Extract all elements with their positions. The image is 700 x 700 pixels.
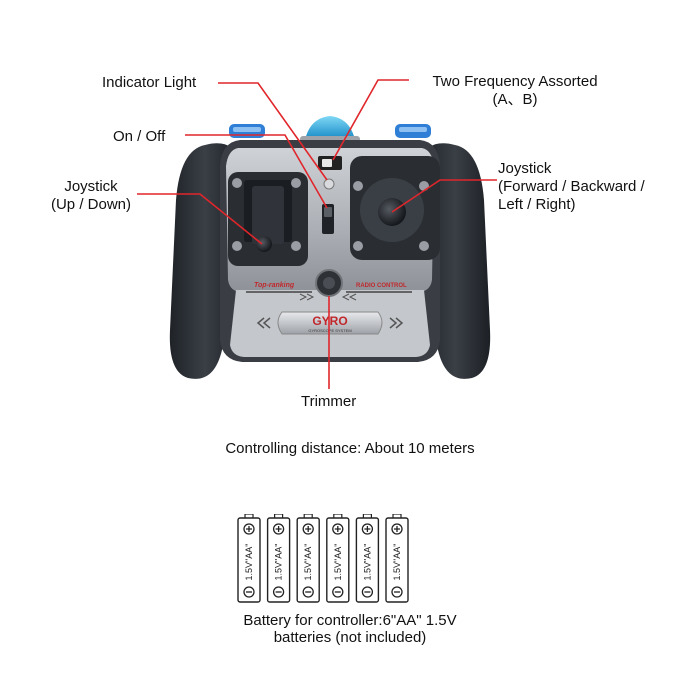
leader-two-frequency	[332, 79, 409, 161]
minus-icon	[332, 586, 344, 598]
label-two-frequency-title: Two Frequency Assorted	[432, 73, 598, 90]
gyro-text: GYRO	[312, 314, 347, 328]
leader-joystick-right	[391, 179, 497, 213]
label-joystick-right-title: Joystick	[498, 160, 552, 177]
battery-cell-label: 1.5V"AA"	[274, 544, 284, 581]
frequency-switch	[318, 156, 342, 170]
label-joystick-left: Joystick (Up / Down)	[36, 178, 146, 214]
right-joystick-module	[350, 156, 440, 260]
indicator-light	[323, 178, 335, 190]
minus-icon	[302, 586, 314, 598]
gyro-sub-text: GYROSCOPE SYSTEM	[308, 328, 351, 333]
label-trimmer: Trimmer	[301, 393, 357, 410]
leader-lines	[137, 79, 497, 389]
plus-icon	[332, 523, 344, 535]
battery-cell-label: 1.5V"AA"	[303, 544, 313, 581]
plus-icon	[272, 523, 285, 535]
battery-cell-label: 1.5V"AA"	[244, 544, 254, 581]
plus-icon	[302, 523, 314, 535]
battery-group: 1.5V"AA" 1.5V"AA" 1.5V"AA" 1.5V"AA" 1.5V"AA"…	[237, 514, 409, 603]
power-switch	[322, 204, 334, 234]
battery-cell: 1.5V"AA"	[385, 514, 409, 603]
label-joystick-left-title: Joystick	[64, 178, 118, 195]
gyro-badge: GYRO GYROSCOPE SYSTEM	[256, 311, 404, 335]
minus-icon	[361, 586, 374, 598]
label-joystick-right: Joystick (Forward / Backward / Left / Ri…	[498, 160, 698, 214]
brand-strip: Top-ranking RADIO CONTROL	[246, 282, 412, 301]
battery-cell: 1.5V"AA"	[266, 514, 291, 603]
leader-indicator-light	[218, 82, 328, 181]
label-joystick-right-sub2: Left / Right)	[498, 196, 576, 213]
distance-text: Controlling distance: About 10 meters	[225, 440, 475, 457]
battery-cell: 1.5V"AA"	[237, 514, 261, 603]
plus-icon	[391, 523, 403, 535]
label-indicator-light: Indicator Light	[102, 74, 197, 91]
plus-icon	[361, 523, 374, 535]
battery-cell: 1.5V"AA"	[355, 514, 380, 603]
brand-text: Top-ranking	[254, 282, 295, 289]
label-joystick-left-sub: (Up / Down)	[50, 196, 132, 213]
battery-caption: Battery for controller:6"AA" 1.5V batter…	[150, 612, 550, 646]
label-two-frequency-sub: (A、B)	[492, 91, 538, 108]
leader-on-off	[185, 134, 328, 209]
radio-control-text: RADIO CONTROL	[356, 283, 407, 289]
left-joystick-stick	[256, 236, 272, 252]
right-shoulder-button	[395, 124, 431, 138]
trimmer-knob	[315, 269, 343, 297]
minus-icon	[243, 586, 255, 598]
battery-cell: 1.5V"AA"	[326, 514, 350, 603]
battery-caption-line2: batteries (not included)	[273, 629, 427, 646]
battery-caption-line1: Battery for controller:6"AA" 1.5V	[243, 612, 457, 629]
battery-cell-label: 1.5V"AA"	[333, 544, 343, 581]
plus-icon	[243, 523, 255, 535]
leader-joystick-left	[137, 193, 263, 245]
antenna-housing	[300, 116, 360, 144]
battery-cell-label: 1.5V"AA"	[392, 544, 402, 581]
minus-icon	[272, 586, 285, 598]
label-joystick-right-sub1: (Forward / Backward /	[498, 178, 645, 195]
left-shoulder-button	[229, 124, 265, 138]
label-two-frequency: Two Frequency Assorted (A、B)	[410, 73, 620, 109]
battery-cell: 1.5V"AA"	[296, 514, 320, 603]
battery-cell-label: 1.5V"AA"	[362, 544, 372, 581]
label-on-off: On / Off	[113, 128, 166, 145]
left-joystick-module	[228, 172, 308, 266]
minus-icon	[391, 586, 403, 598]
